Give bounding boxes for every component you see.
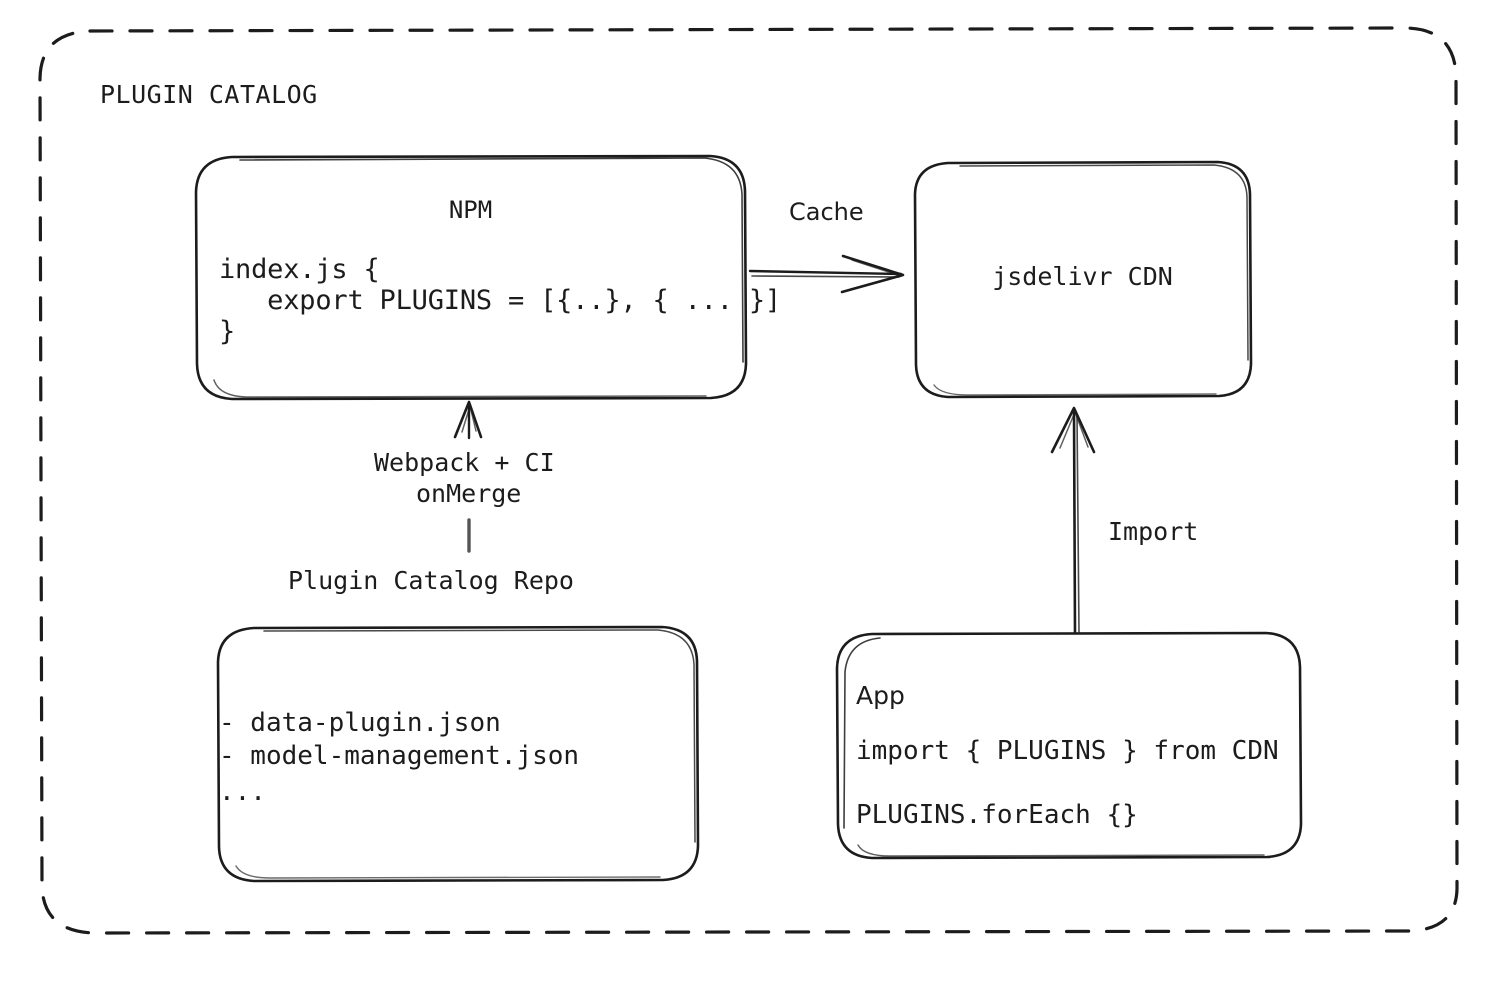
build-arrow-head-sketch: [461, 405, 477, 433]
build-arrow-head: [453, 400, 483, 439]
build-edge-label-line1: Webpack + CI: [374, 448, 555, 477]
npm-code-line-3: }: [219, 316, 236, 347]
import-arrow-head: [1050, 406, 1096, 454]
import-arrow-line-sketch: [1076, 413, 1080, 633]
import-arrow-line: [1072, 408, 1077, 635]
repo-node-caption: Plugin Catalog Repo: [288, 566, 574, 595]
cdn-box-outline-sketch: [959, 164, 1249, 361]
cdn-box-outline: [913, 160, 1253, 399]
npm-node-title: NPM: [448, 196, 493, 224]
app-code-line-2: PLUGINS.forEach {}: [856, 800, 1138, 830]
repo-file-item-3: ...: [219, 777, 266, 807]
npm-box-outline: [194, 154, 748, 401]
build-edge-label-line2: onMerge: [416, 479, 522, 508]
repo-box-outline: [216, 625, 700, 883]
cache-arrow-line: [748, 269, 903, 276]
npm-code-line-1: index.js {: [219, 254, 380, 285]
cache-edge-label: Cache: [789, 198, 864, 226]
plugin-catalog-group-border: [38, 26, 1459, 935]
cdn-box-outline-sketch-2: [933, 384, 1217, 396]
import-edge-label: Import: [1108, 517, 1199, 546]
cache-arrow-head-sketch: [850, 259, 902, 290]
repo-file-item-2: - model-management.json: [219, 741, 580, 771]
npm-code-line-2: export PLUGINS = [{..}, { ... }]: [219, 285, 781, 316]
import-arrow-head-sketch: [1059, 411, 1089, 449]
repo-file-item-1: - data-plugin.json: [219, 708, 501, 738]
cdn-node-title: jsdelivr CDN: [992, 262, 1173, 291]
npm-box-outline-sketch: [239, 157, 744, 363]
app-node-title: App: [856, 681, 905, 710]
npm-box-outline-sketch-2: [213, 379, 707, 398]
group-title: PLUGIN CATALOG: [100, 80, 318, 109]
repo-box-outline-sketch-2: [235, 865, 661, 879]
cache-arrow-line-sketch: [751, 275, 900, 278]
app-box-outline-sketch: [843, 637, 881, 829]
app-box-outline: [835, 631, 1303, 860]
app-box-outline-sketch-2: [857, 844, 1265, 857]
app-code-line-1: import { PLUGINS } from CDN: [856, 736, 1279, 766]
repo-box-outline-sketch: [263, 629, 696, 843]
